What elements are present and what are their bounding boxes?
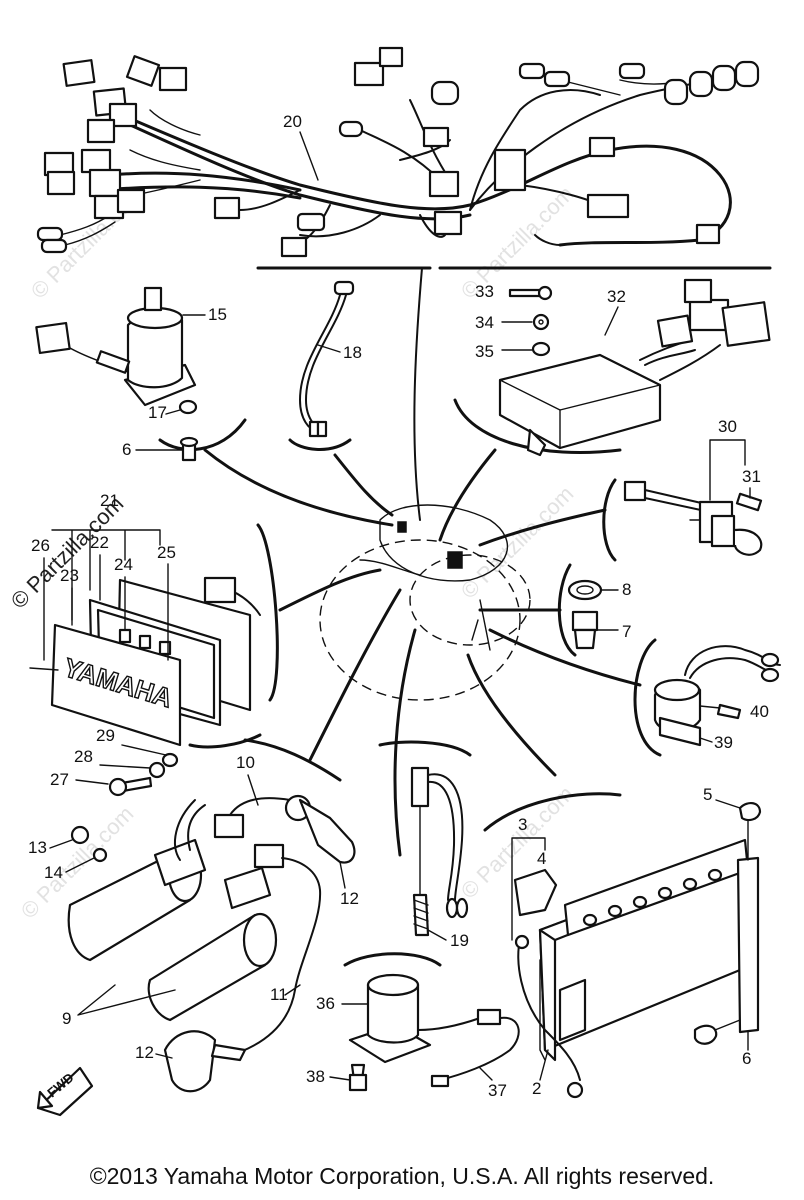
copyright-notice: ©2013 Yamaha Motor Corporation, U.S.A. A… <box>89 1163 715 1189</box>
callout-34: 34 <box>475 313 494 332</box>
leader-lines <box>203 267 642 857</box>
callout-19: 19 <box>450 931 469 950</box>
screws-27-28-29 <box>108 752 179 797</box>
callout-21: 21 <box>100 491 119 510</box>
neutral-switch <box>567 579 603 650</box>
wire-harness <box>36 46 760 258</box>
relay-39 <box>653 645 781 747</box>
callout-33: 33 <box>475 282 494 301</box>
callout-7: 7 <box>622 622 631 641</box>
lead-wire-18 <box>299 280 355 438</box>
callout-31: 31 <box>742 467 761 486</box>
callout-25: 25 <box>157 543 176 562</box>
callout-32: 32 <box>607 287 626 306</box>
screw-33-34-35 <box>508 285 553 357</box>
callout-8: 8 <box>622 580 631 599</box>
callout-3: 3 <box>518 815 527 834</box>
watermark: © Partzilla.com <box>456 481 579 604</box>
callout-40: 40 <box>750 702 769 721</box>
callout-23: 23 <box>60 566 79 585</box>
callout-18: 18 <box>343 343 362 362</box>
fuse-holder <box>623 480 763 556</box>
callout-17: 17 <box>148 403 167 422</box>
callout-30: 30 <box>718 417 737 436</box>
callout-4: 4 <box>537 849 546 868</box>
callout-24: 24 <box>114 555 133 574</box>
electrical-parts-diagram: © Partzilla.com © Partzilla.com © Partzi… <box>6 46 781 1117</box>
group-brackets <box>158 398 662 967</box>
forward-direction-arrow: FWD <box>36 1066 94 1117</box>
callout-6a: 6 <box>122 440 131 459</box>
callout-22: 22 <box>90 533 109 552</box>
callout-39: 39 <box>714 733 733 752</box>
battery <box>513 802 762 1099</box>
callout-12b: 12 <box>135 1043 154 1062</box>
ignition-coils <box>67 794 356 1093</box>
callout-10: 10 <box>236 753 255 772</box>
callout-28: 28 <box>74 747 93 766</box>
callout-36: 36 <box>316 994 335 1013</box>
license-plate-group: YAMAHA <box>29 576 261 747</box>
callout-20: 20 <box>283 112 302 131</box>
callout-29: 29 <box>96 726 115 745</box>
callout-27: 27 <box>50 770 69 789</box>
callout-2: 2 <box>532 1079 541 1098</box>
callout-15: 15 <box>208 305 227 324</box>
callout-38: 38 <box>306 1067 325 1086</box>
callout-35: 35 <box>475 342 494 361</box>
callout-5: 5 <box>703 785 712 804</box>
starter-relay <box>348 973 520 1092</box>
callout-9: 9 <box>62 1009 71 1028</box>
frame-sketch <box>319 504 531 701</box>
cdi-unit <box>498 278 771 457</box>
main-switch <box>35 286 199 462</box>
callout-12a: 12 <box>340 889 359 908</box>
callout-6b: 6 <box>742 1049 751 1068</box>
callout-26: 26 <box>31 536 50 555</box>
callout-14: 14 <box>44 863 63 882</box>
callout-37: 37 <box>488 1081 507 1100</box>
callout-13: 13 <box>28 838 47 857</box>
callout-11: 11 <box>270 985 288 1004</box>
brake-switch <box>410 766 469 937</box>
